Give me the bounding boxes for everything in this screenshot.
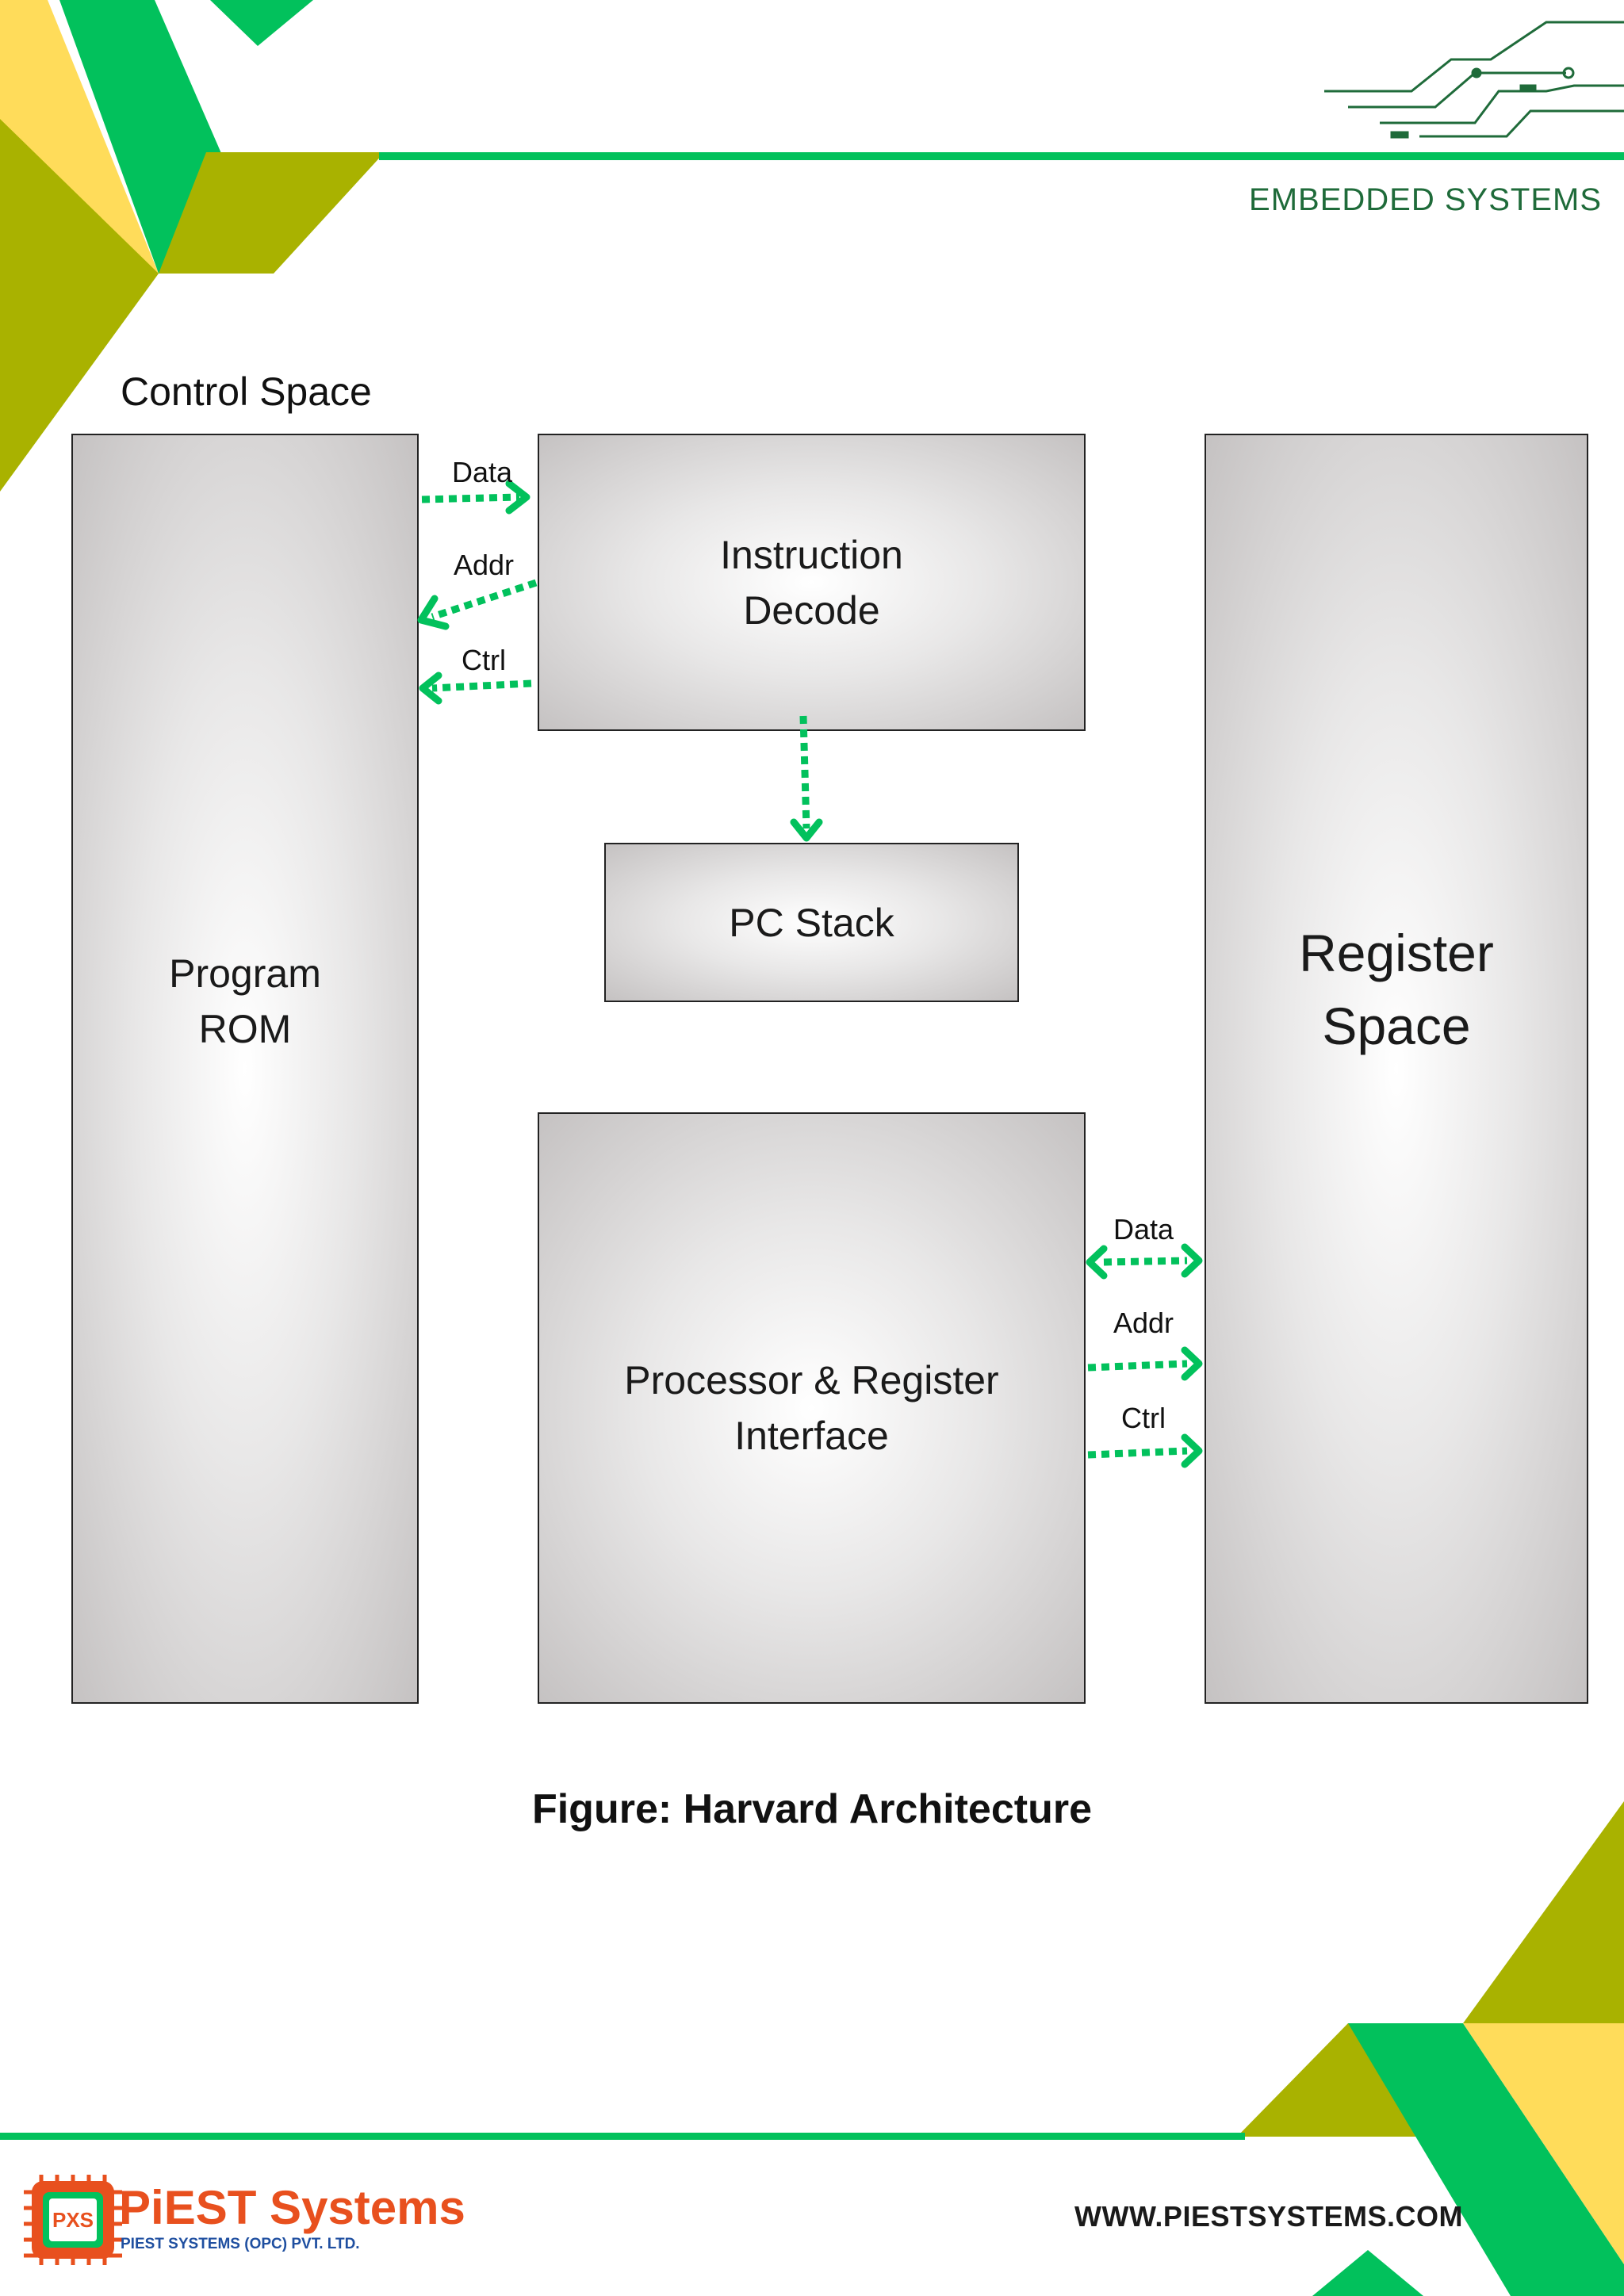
decode-pc-arrowhead-icon: [790, 818, 823, 842]
reg-data-right-arrowhead-icon: [1181, 1243, 1203, 1278]
logo-text: PXS: [52, 2208, 94, 2232]
brand-subtitle: PIEST SYSTEMS (OPC) PVT. LTD.: [121, 2236, 360, 2252]
register-space-label: Register Space: [1299, 923, 1494, 1055]
processor-interface-block: Processor & Register Interface: [538, 1112, 1086, 1704]
brand-name: PiEST Systems: [119, 2181, 465, 2234]
pc-stack-label: PC Stack: [729, 900, 894, 945]
register-space-block: Register Space: [1205, 434, 1588, 1704]
rom-ctrl-arrow-line: [431, 679, 532, 692]
reg-ctrl-label: Ctrl: [1121, 1402, 1166, 1434]
reg-data-label: Data: [1113, 1213, 1174, 1246]
piest-logo-icon: PXS: [24, 2175, 122, 2265]
pc-stack-block: PC Stack: [604, 843, 1019, 1002]
header-title: EMBEDDED SYSTEMS: [1249, 182, 1602, 217]
rom-data-label: Data: [451, 456, 513, 488]
top-decoration: [0, 0, 1624, 492]
program-rom-label: Program ROM: [169, 951, 321, 1051]
reg-data-left-arrowhead-icon: [1086, 1245, 1108, 1280]
program-rom-block: Program ROM: [71, 434, 419, 1704]
reg-ctrl-arrowhead-icon: [1181, 1433, 1203, 1468]
instruction-decode-label: Instruction Decode: [720, 532, 903, 633]
reg-addr-arrowhead-icon: [1181, 1346, 1203, 1381]
reg-data-arrow-line: [1103, 1257, 1188, 1266]
figure-caption: Figure: Harvard Architecture: [531, 1786, 1093, 1832]
reg-addr-label: Addr: [1113, 1307, 1174, 1339]
instruction-decode-block: Instruction Decode: [538, 434, 1086, 731]
decode-pc-arrow-line: [799, 715, 810, 829]
rom-addr-arrowhead-icon: [417, 595, 450, 630]
reg-ctrl-arrow-line: [1087, 1447, 1188, 1459]
processor-interface-label: Processor & Register Interface: [624, 1358, 999, 1458]
control-space-label: Control Space: [121, 369, 372, 414]
rom-addr-label: Addr: [453, 549, 515, 581]
website-url[interactable]: WWW.PIESTSYSTEMS.COM: [1074, 2200, 1463, 2233]
rom-addr-arrow-line: [431, 579, 538, 621]
reg-addr-arrow-line: [1087, 1360, 1188, 1372]
rom-ctrl-label: Ctrl: [462, 644, 506, 676]
rom-ctrl-arrowhead-icon: [419, 672, 442, 705]
circuit-traces-icon: [1324, 21, 1624, 139]
